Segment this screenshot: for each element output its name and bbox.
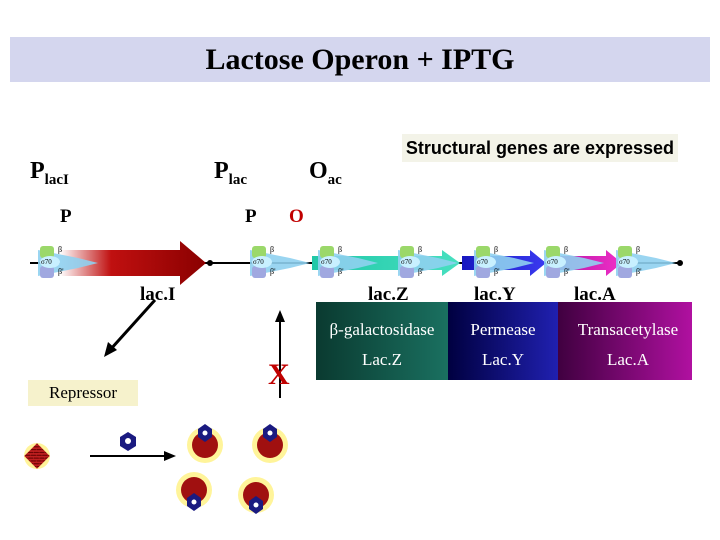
svg-text:β': β'	[338, 267, 344, 276]
expression-note: Structural genes are expressed	[405, 138, 675, 158]
gene-lacz-label: lac.Z	[368, 284, 409, 305]
gene-laci-label: lac.I	[140, 284, 176, 305]
repressor-arrow	[108, 298, 157, 352]
svg-text:β: β	[418, 245, 422, 254]
rna-polymerase-icon: σ70 β β'	[398, 245, 458, 278]
placi-label: PlacI	[30, 158, 69, 188]
repressor-tetramer-icon	[24, 443, 50, 469]
svg-text:σ70: σ70	[321, 258, 332, 266]
slide-title: Lactose Operon + IPTG	[205, 43, 515, 76]
p1-label: P	[60, 206, 72, 227]
rna-polymerase-icon: σ70 β β'	[544, 245, 604, 278]
laci-gene-arrow	[60, 241, 206, 285]
repressor-box	[28, 380, 138, 406]
protein-box-galactosidase	[316, 302, 448, 380]
rna-polymerase-icon: σ70 β β'	[474, 245, 534, 278]
repressor-iptg-complex-icon	[238, 477, 274, 514]
beta-prime-label: β'	[58, 267, 64, 276]
svg-text:β': β'	[418, 267, 424, 276]
dna-end-dot	[677, 260, 683, 266]
protein-transacetylase-label: Transacetylase	[577, 320, 679, 339]
svg-text:β: β	[270, 245, 274, 254]
svg-text:β: β	[338, 245, 342, 254]
protein-box-permease	[448, 302, 558, 380]
gene-laca-label: lac.A	[574, 284, 616, 305]
protein-galactosidase-label: β-galactosidase	[329, 320, 435, 339]
protein-lacy-label: Lac.Y	[481, 350, 524, 369]
blocked-mark: X	[268, 358, 290, 391]
svg-text:β': β'	[636, 267, 642, 276]
svg-text:σ70: σ70	[547, 258, 558, 266]
p2-label: P	[245, 206, 257, 227]
rna-polymerase-icon: σ70 β β'	[616, 245, 676, 278]
svg-text:β': β'	[494, 267, 500, 276]
protein-permease-label: Permease	[470, 320, 536, 339]
protein-lacz-label: Lac.Z	[361, 350, 403, 369]
svg-text:σ70: σ70	[253, 258, 264, 266]
plac-label: Plac	[214, 158, 247, 188]
svg-text:σ70: σ70	[401, 258, 412, 266]
svg-text:σ70: σ70	[619, 258, 630, 266]
dna-dot	[207, 260, 213, 266]
repressor-arrowhead	[104, 342, 117, 357]
o-label: O	[289, 206, 304, 227]
repressor-iptg-complex-icon	[252, 424, 288, 463]
blocked-binding-arrowhead	[275, 310, 285, 322]
sigma-label: σ70	[41, 258, 52, 266]
svg-text:β': β'	[270, 267, 276, 276]
iptg-inducer-icon	[120, 432, 136, 451]
protein-laca-label: Lac.A	[606, 350, 649, 369]
operator-label: Oac	[309, 158, 342, 188]
repressor-label: Repressor	[49, 383, 117, 402]
svg-text:β: β	[564, 245, 568, 254]
repressor-iptg-complex-icon	[187, 424, 223, 463]
svg-text:β: β	[636, 245, 640, 254]
protein-box-transacetylase	[558, 302, 692, 380]
rna-polymerase-icon: σ70 β β'	[38, 245, 98, 278]
svg-text:β': β'	[564, 267, 570, 276]
beta-label: β	[58, 245, 62, 254]
rna-polymerase-icon: σ70 β β'	[318, 245, 378, 278]
svg-text:β: β	[494, 245, 498, 254]
note-box	[402, 134, 678, 162]
title-bar	[10, 37, 710, 82]
repressor-iptg-complex-icon	[176, 472, 212, 511]
svg-text:σ70: σ70	[477, 258, 488, 266]
rna-polymerase-icon: σ70 β β'	[250, 245, 310, 278]
binding-arrowhead	[164, 451, 176, 461]
gene-lacy-label: lac.Y	[474, 284, 516, 305]
